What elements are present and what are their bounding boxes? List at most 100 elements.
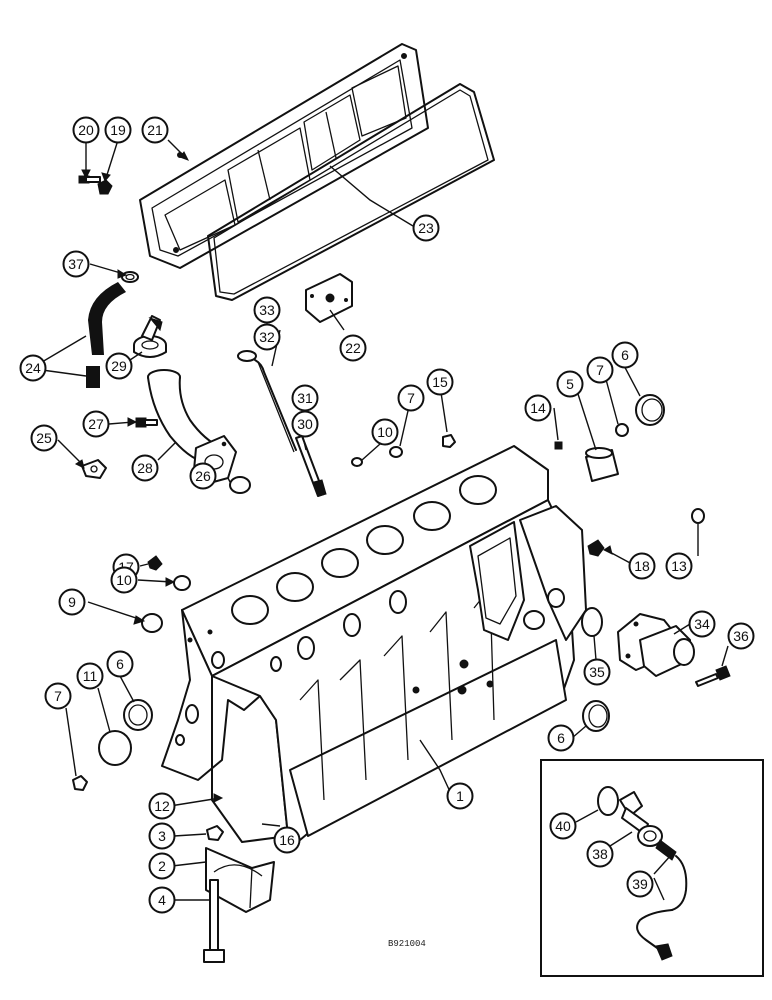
cam-bushing [585,447,619,482]
svg-text:15: 15 [432,374,448,390]
callout-36: 36 [727,622,755,650]
callout-9: 9 [58,588,86,616]
oil-filler-cap [133,315,167,358]
svg-text:9: 9 [68,594,76,610]
callout-12: 12 [148,792,176,820]
svg-text:6: 6 [116,656,124,672]
callout-20: 20 [72,116,100,144]
plug-7-left [72,775,88,791]
callout-21: 21 [141,116,169,144]
svg-text:12: 12 [154,798,170,814]
callout-23: 23 [412,214,440,242]
callout-4: 4 [148,886,176,914]
svg-text:6: 6 [557,730,565,746]
svg-text:33: 33 [259,302,275,318]
callout-38: 38 [586,840,614,868]
callout-26: 26 [189,462,217,490]
callout-15: 15 [426,368,454,396]
svg-text:7: 7 [407,390,415,406]
plug-7-right [615,423,629,437]
callout-11: 11 [76,662,104,690]
svg-text:39: 39 [632,876,648,892]
plug-upper-10 [351,457,363,467]
svg-text:38: 38 [592,846,608,862]
callout-7-left: 7 [44,682,72,710]
pin-14 [554,441,563,450]
svg-text:6: 6 [621,347,629,363]
callout-37: 37 [62,250,90,278]
callout-3: 3 [148,822,176,850]
svg-text:31: 31 [297,390,313,406]
svg-text:5: 5 [566,376,574,392]
expansion-plug-6-top [635,394,665,426]
svg-text:14: 14 [530,400,546,416]
filler-tube-o-ring [229,476,251,494]
plug-13 [691,508,705,524]
callout-7-right: 7 [586,356,614,384]
svg-text:26: 26 [195,468,211,484]
callout-27: 27 [82,410,110,438]
svg-text:37: 37 [68,256,84,272]
svg-text:1: 1 [456,788,464,804]
callout-13: 13 [665,552,693,580]
callout-28: 28 [131,454,159,482]
plug-17 [147,555,163,571]
callout-39: 39 [626,870,654,898]
svg-text:36: 36 [733,628,749,644]
callout-10-left: 10 [110,566,138,594]
plug-18 [587,539,605,557]
callout-35: 35 [583,658,611,686]
figure-reference: B921004 [388,939,426,949]
breather-hose [86,282,126,388]
dipstick [237,350,297,453]
access-cover-plate [305,273,353,323]
svg-text:7: 7 [54,688,62,704]
svg-text:18: 18 [634,558,650,574]
plug-upper-15 [442,434,456,448]
svg-text:4: 4 [158,892,166,908]
svg-text:21: 21 [147,122,163,138]
expansion-plug-11 [98,730,132,766]
svg-text:16: 16 [279,832,295,848]
expansion-plug-6-bottom [582,700,610,732]
callout-40: 40 [549,812,577,840]
plug-9 [141,613,163,633]
svg-text:40: 40 [555,818,571,834]
svg-text:7: 7 [596,362,604,378]
main-bearing-cap [205,847,275,913]
leader-lines [41,139,729,901]
plug-10-left [173,575,191,591]
main-bearing-bolt [203,879,225,963]
svg-text:28: 28 [137,460,153,476]
svg-text:23: 23 [418,220,434,236]
svg-text:11: 11 [83,668,98,684]
svg-text:27: 27 [88,416,104,432]
cylinder-block [161,445,587,843]
callout-7-upper: 7 [397,384,425,412]
svg-text:29: 29 [111,358,127,374]
callout-5: 5 [556,370,584,398]
callout-30: 30 [291,410,319,438]
svg-text:25: 25 [36,430,52,446]
heater-inset-panel [540,759,764,977]
cover-bolt [78,175,101,184]
callout-31: 31 [291,384,319,412]
svg-text:10: 10 [116,572,132,588]
callout-16: 16 [273,826,301,854]
svg-text:24: 24 [25,360,41,376]
cap-nut-3 [206,825,224,841]
callout-18: 18 [628,552,656,580]
rocker-cover-gasket [207,83,495,301]
callout-25: 25 [30,424,58,452]
svg-text:2: 2 [158,858,166,874]
callout-19: 19 [104,116,132,144]
svg-text:10: 10 [377,424,393,440]
callout-22: 22 [339,334,367,362]
housing-bolt [695,665,731,687]
svg-text:19: 19 [110,122,126,138]
svg-text:3: 3 [158,828,166,844]
svg-text:30: 30 [297,416,313,432]
expansion-plug-6-left [123,699,153,731]
callout-32: 32 [253,323,281,351]
